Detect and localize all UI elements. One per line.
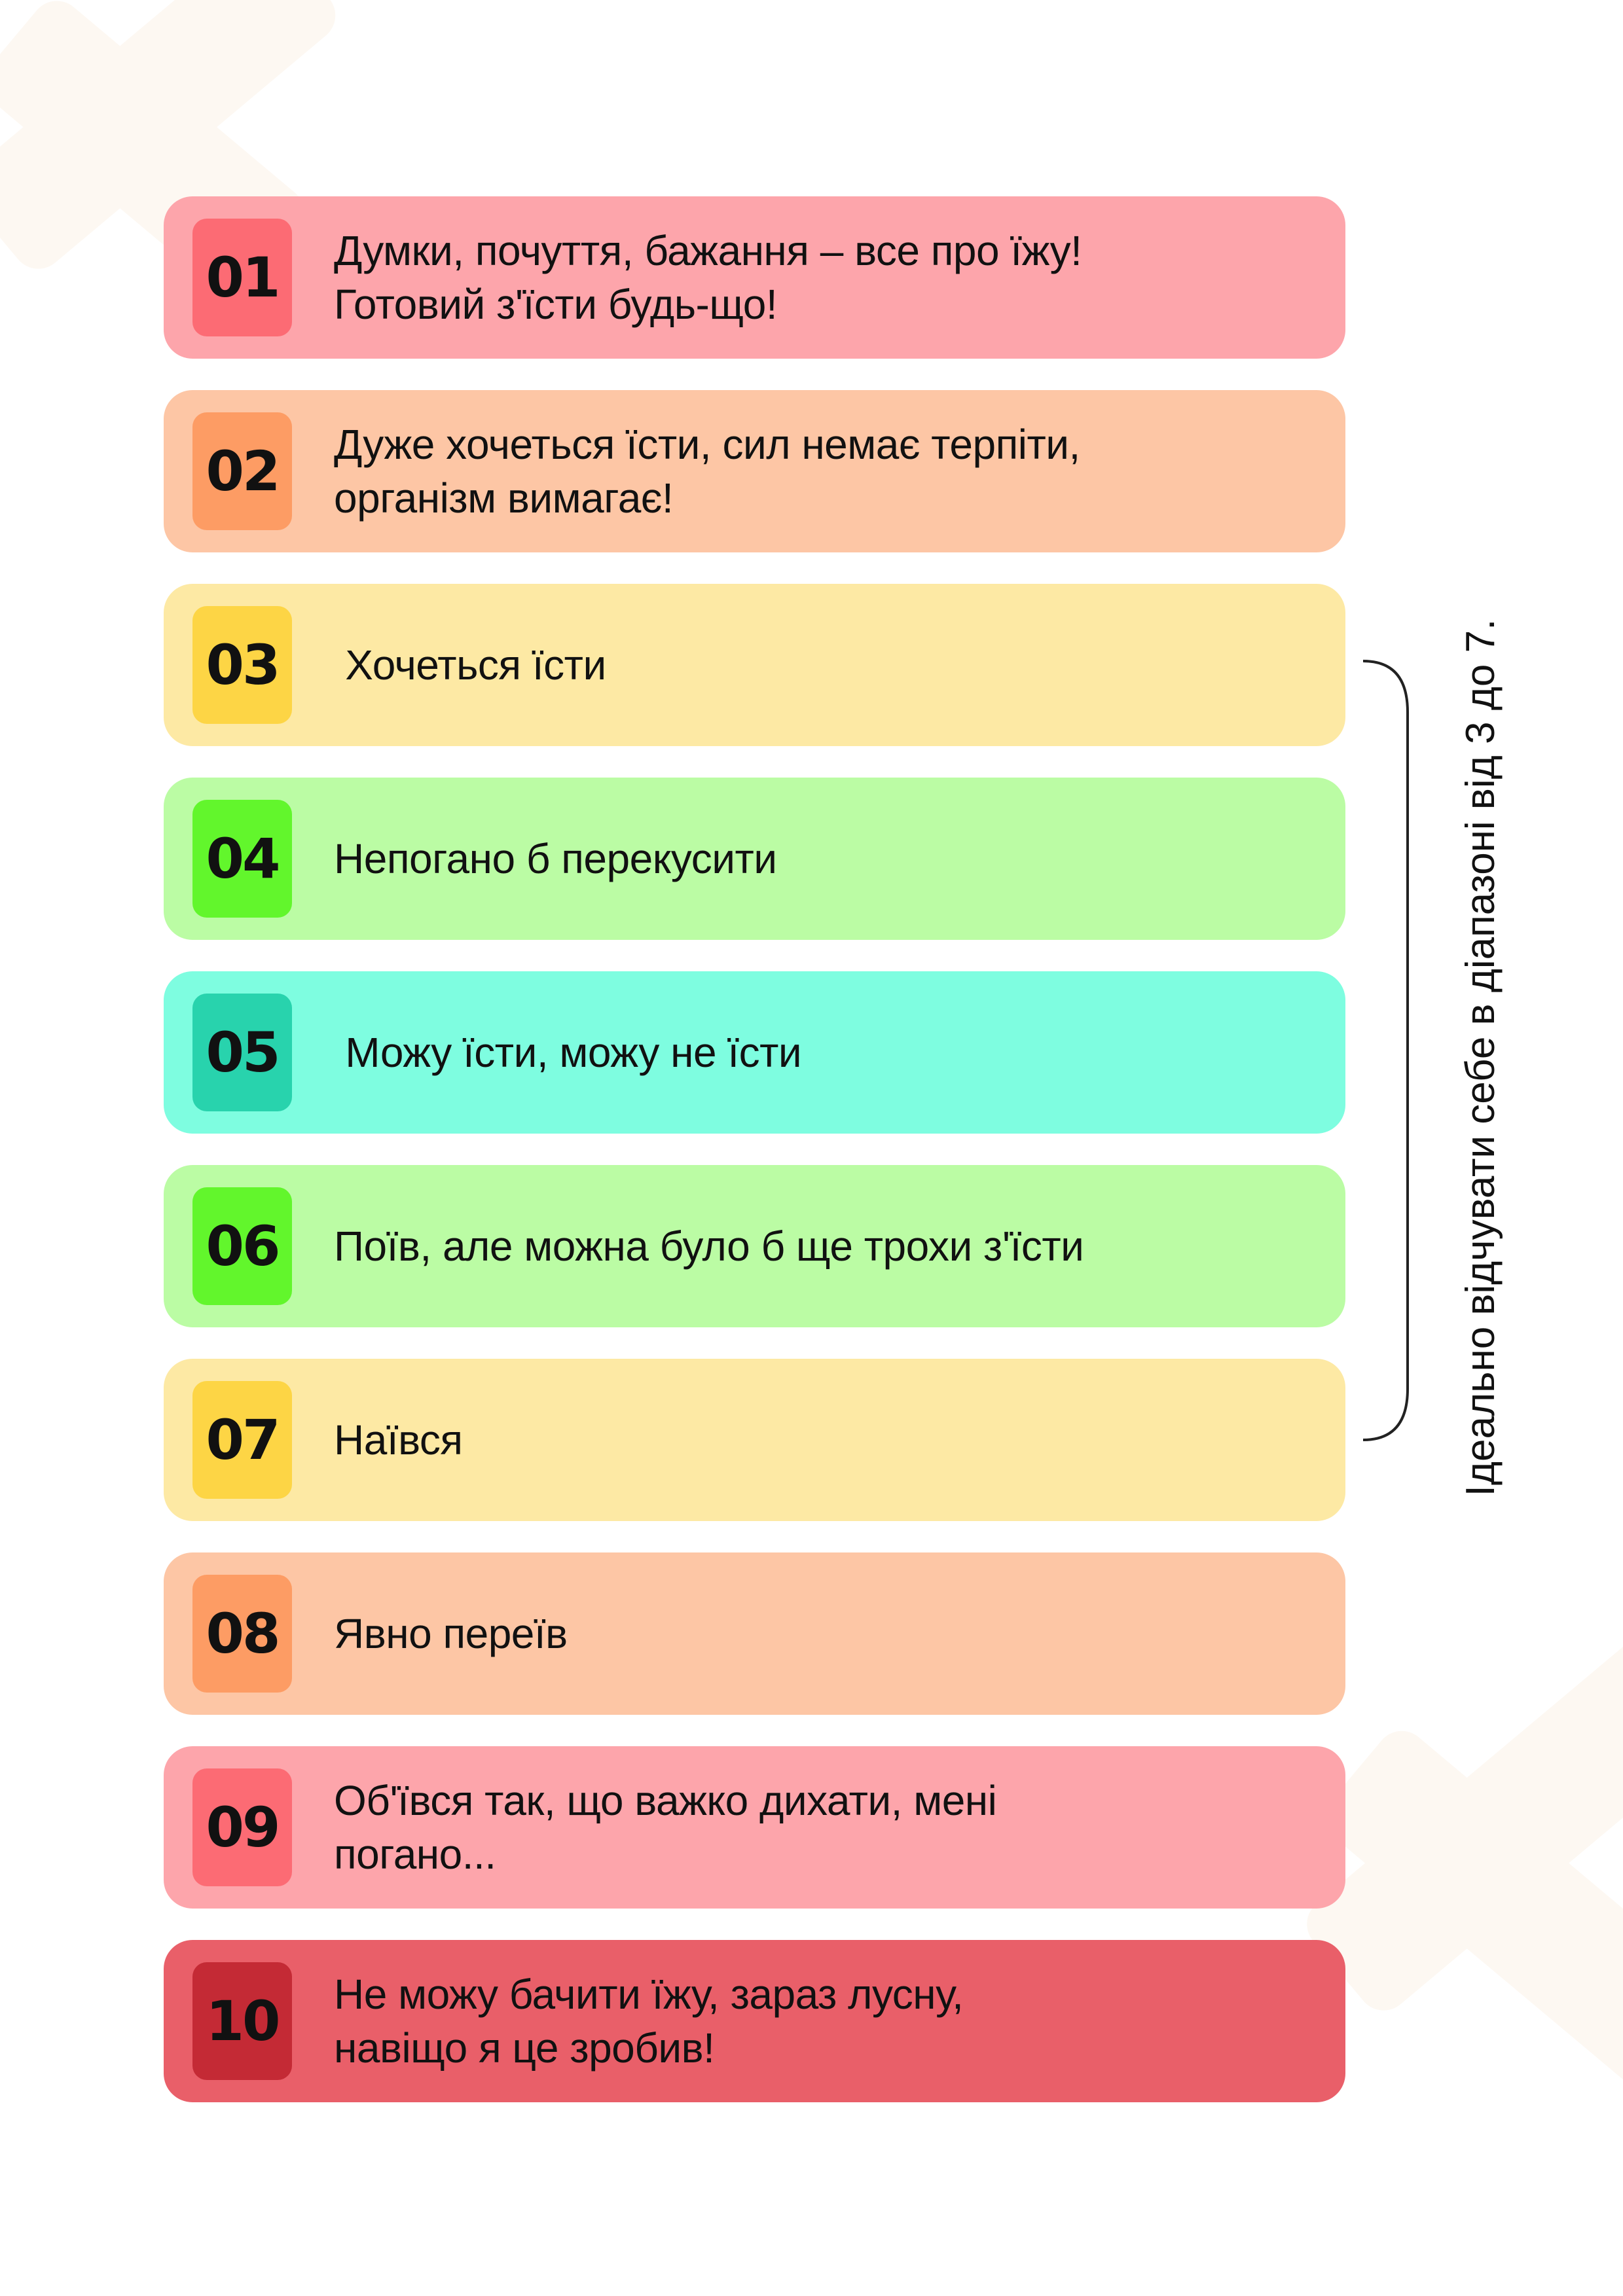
description-line: навіщо я це зробив!: [334, 2024, 715, 2072]
description-line: Об'ївся так, що важко дихати, мені: [334, 1777, 997, 1824]
description-line: Не можу бачити їжу, зараз лусну,: [334, 1971, 964, 2018]
description-line: Наївся: [334, 1416, 463, 1463]
hunger-level-card: 07 Наївся: [164, 1359, 1345, 1521]
hunger-level-card: 03 Хочеться їсти: [164, 584, 1345, 746]
level-description: Наївся: [334, 1413, 1267, 1467]
hunger-scale-list: 01 Думки, почуття, бажання – все про їжу!…: [164, 196, 1345, 2134]
description-line: Непогано б перекусити: [334, 835, 777, 882]
hunger-level-card: 02 Дуже хочеться їсти, сил немає терпіти,…: [164, 390, 1345, 552]
level-description: Не можу бачити їжу, зараз лусну, навіщо я…: [334, 1967, 1267, 2075]
hunger-level-card: 06 Поїв, але можна було б ще трохи з'їсти: [164, 1165, 1345, 1327]
level-number-badge: 05: [192, 994, 292, 1111]
level-number-badge: 07: [192, 1381, 292, 1499]
level-number-badge: 06: [192, 1187, 292, 1305]
level-number-badge: 09: [192, 1768, 292, 1886]
hunger-level-card: 08 Явно переїв: [164, 1552, 1345, 1715]
description-line: погано...: [334, 1831, 496, 1878]
ideal-range-note: Ідеально відчувати себе в діапазоні від …: [1458, 619, 1503, 1497]
level-description: Дуже хочеться їсти, сил немає терпіти, ор…: [334, 418, 1267, 525]
description-line: Явно переїв: [334, 1610, 568, 1657]
level-description: Явно переїв: [334, 1607, 1267, 1660]
level-description: Думки, почуття, бажання – все про їжу! Го…: [334, 224, 1267, 331]
level-description: Можу їсти, можу не їсти: [334, 1026, 1267, 1079]
description-line: Готовий з'їсти будь-що!: [334, 281, 778, 328]
hunger-level-card: 10 Не можу бачити їжу, зараз лусну, навіщо…: [164, 1940, 1345, 2102]
level-description: Об'ївся так, що важко дихати, мені погано…: [334, 1774, 1267, 1881]
description-line: Думки, почуття, бажання – все про їжу!: [334, 227, 1082, 274]
range-bracket: [1362, 660, 1409, 1441]
hunger-level-card: 09 Об'ївся так, що важко дихати, мені пога…: [164, 1746, 1345, 1909]
hunger-level-card: 05 Можу їсти, можу не їсти: [164, 971, 1345, 1134]
description-line: Дуже хочеться їсти, сил немає терпіти,: [334, 421, 1080, 468]
level-number-badge: 10: [192, 1962, 292, 2080]
description-line: Можу їсти, можу не їсти: [334, 1029, 802, 1076]
level-number-badge: 03: [192, 606, 292, 724]
level-number-badge: 08: [192, 1575, 292, 1693]
hunger-level-card: 01 Думки, почуття, бажання – все про їжу!…: [164, 196, 1345, 359]
level-description: Непогано б перекусити: [334, 832, 1267, 886]
level-number-badge: 01: [192, 219, 292, 336]
hunger-level-card: 04 Непогано б перекусити: [164, 778, 1345, 940]
description-line: Хочеться їсти: [334, 641, 606, 689]
level-number-badge: 04: [192, 800, 292, 918]
level-description: Поїв, але можна було б ще трохи з'їсти: [334, 1219, 1267, 1273]
description-line: Поїв, але можна було б ще трохи з'їсти: [334, 1223, 1084, 1270]
description-line: організм вимагає!: [334, 475, 674, 522]
level-number-badge: 02: [192, 412, 292, 530]
level-description: Хочеться їсти: [334, 638, 1267, 692]
